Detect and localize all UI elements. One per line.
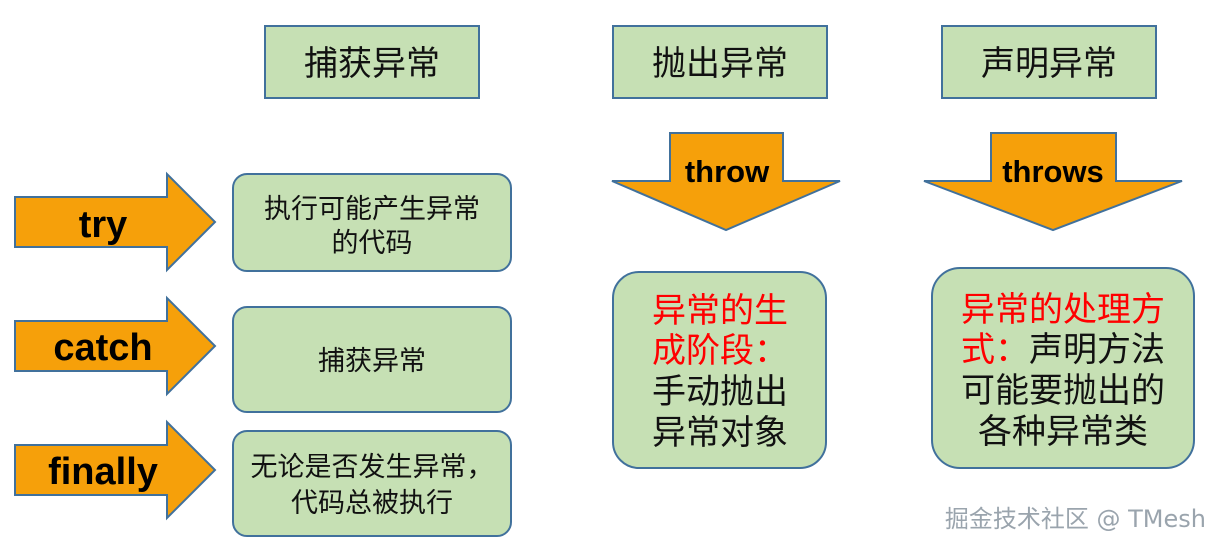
throws-handling-red-segment: 式： — [961, 330, 1029, 370]
try-description-box: 执行可能产生异常 的代码 — [232, 173, 512, 272]
catch-keyword: catch — [53, 327, 152, 369]
throw-down-arrow: throw — [611, 132, 841, 232]
throws-declare-segment: 声明方法 — [1029, 330, 1165, 370]
throws-description-box: 异常的处理方 式：声明方法 可能要抛出的 各种异常类 — [931, 267, 1195, 469]
finally-keyword: finally — [48, 451, 158, 493]
try-arrow: try — [14, 171, 217, 273]
try-description-line-1: 执行可能产生异常 — [264, 194, 480, 225]
declare-exception-header: 声明异常 — [941, 25, 1157, 99]
throw-action-line-1: 手动抛出 — [652, 372, 788, 412]
finally-description-line-1: 无论是否发生异常， — [251, 452, 494, 483]
finally-description-box: 无论是否发生异常， 代码总被执行 — [232, 430, 512, 537]
throw-description-box: 异常的生 成阶段： 手动抛出 异常对象 — [612, 271, 827, 469]
catch-description-text: 捕获异常 — [318, 346, 426, 377]
throw-action-line-2: 异常对象 — [652, 413, 788, 453]
throw-exception-header: 抛出异常 — [612, 25, 828, 99]
throws-handling-line-2: 式：声明方法 — [961, 330, 1165, 370]
declare-exception-header-label: 声明异常 — [981, 44, 1117, 84]
throw-phase-line-2: 成阶段： — [652, 331, 788, 371]
throw-exception-header-label: 抛出异常 — [652, 44, 788, 84]
watermark-text: 掘金技术社区 @ TMesh — [945, 505, 1206, 533]
catch-arrow: catch — [14, 295, 217, 397]
try-keyword: try — [79, 204, 128, 246]
finally-arrow: finally — [14, 419, 217, 521]
throw-keyword: throw — [685, 154, 770, 189]
finally-description-line-2: 代码总被执行 — [291, 488, 453, 519]
throws-detail-line-1: 可能要抛出的 — [961, 371, 1165, 411]
throws-detail-line-2: 各种异常类 — [978, 412, 1148, 452]
catch-exception-header-label: 捕获异常 — [304, 44, 440, 84]
throws-down-arrow: throws — [923, 132, 1183, 232]
throws-keyword: throws — [1002, 154, 1104, 189]
throws-handling-line-1: 异常的处理方 — [961, 290, 1165, 330]
catch-description-box: 捕获异常 — [232, 306, 512, 413]
catch-exception-header: 捕获异常 — [264, 25, 480, 99]
try-description-line-2: 的代码 — [332, 228, 413, 259]
throw-phase-line-1: 异常的生 — [652, 291, 788, 331]
